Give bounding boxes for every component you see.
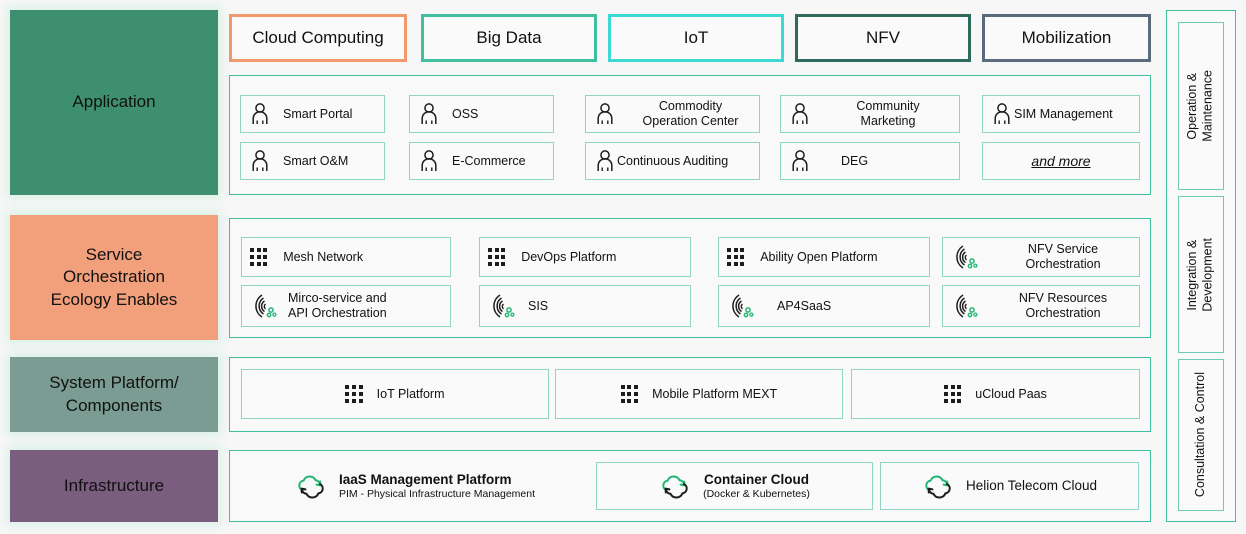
- layer-label-text: Infrastructure: [63, 475, 165, 495]
- service-cell-label: NFV Service Orchestration: [1025, 242, 1101, 271]
- service-cell-sis[interactable]: SIS: [479, 285, 691, 327]
- orchestration-arcs-icon: [250, 293, 278, 319]
- app-cell-label: and more: [1031, 152, 1091, 169]
- service-cell-ap4saas[interactable]: AP4SaaS: [718, 285, 930, 327]
- system-cell-ucloud-paas[interactable]: uCloud Paas: [851, 369, 1140, 419]
- domain-tab-label: Cloud Computing: [252, 28, 384, 47]
- service-cell-label: AP4SaaS: [777, 298, 832, 313]
- domain-tab-big-data[interactable]: Big Data: [421, 14, 597, 62]
- infra-cell-iaas-management-platform[interactable]: IaaS Management Platform PIM - Physical …: [241, 462, 589, 510]
- service-cell-nfv-service-orchestration[interactable]: NFV Service Orchestration: [942, 237, 1140, 277]
- app-cell-label: SIM Management: [1014, 106, 1113, 121]
- service-cell-label: Mesh Network: [283, 249, 364, 264]
- rail-panel-consultation-control[interactable]: Consultation & Control: [1178, 359, 1224, 511]
- service-cell-mesh-network[interactable]: Mesh Network: [241, 237, 451, 277]
- app-cell-label: Community Marketing: [856, 99, 920, 128]
- grid-dots-icon: [250, 248, 268, 266]
- rail-panel-label: Operation & Maintenance: [1185, 70, 1215, 142]
- rail-panel-label: Consultation & Control: [1193, 372, 1208, 498]
- system-cell-mobile-platform-mext[interactable]: Mobile Platform MEXT: [555, 369, 843, 419]
- service-cell-label: SIS: [528, 298, 549, 313]
- rail-panel-label: Integration & Development: [1185, 237, 1215, 312]
- layer-label-infrastructure: Infrastructure: [10, 450, 218, 522]
- person-icon: [789, 102, 811, 126]
- grid-dots-icon: [345, 385, 363, 403]
- app-cell-e-commerce[interactable]: E-Commerce: [409, 142, 554, 180]
- layer-label-service: Service Orchestration Ecology Enables: [10, 215, 218, 340]
- system-cell-label: Mobile Platform MEXT: [652, 386, 778, 401]
- grid-dots-icon: [727, 248, 745, 266]
- person-icon: [249, 149, 271, 173]
- infra-cell-subtitle: PIM - Physical Infrastructure Management: [338, 487, 536, 500]
- orchestration-arcs-icon: [951, 244, 979, 270]
- app-cell-deg[interactable]: DEG: [780, 142, 960, 180]
- service-cell-label: NFV Resources Orchestration: [1018, 291, 1108, 320]
- domain-tab-iot[interactable]: IoT: [608, 14, 784, 62]
- domain-tab-nfv[interactable]: NFV: [795, 14, 971, 62]
- cloud-refresh-icon: [295, 472, 327, 500]
- app-cell-and-more[interactable]: and more: [982, 142, 1140, 180]
- system-cell-iot-platform[interactable]: IoT Platform: [241, 369, 549, 419]
- app-cell-commodity-operation-center[interactable]: Commodity Operation Center: [585, 95, 760, 133]
- person-icon: [594, 102, 616, 126]
- orchestration-arcs-icon: [951, 293, 979, 319]
- domain-tab-label: NFV: [866, 28, 900, 47]
- orchestration-arcs-icon: [727, 293, 755, 319]
- service-cell-micro-service-api-orchestration[interactable]: Mirco-service and API Orchestration: [241, 285, 451, 327]
- domain-tab-label: Mobilization: [1021, 28, 1112, 47]
- system-cell-label: uCloud Paas: [975, 386, 1047, 401]
- service-cell-nfv-resources-orchestration[interactable]: NFV Resources Orchestration: [942, 285, 1140, 327]
- app-cell-sim-management[interactable]: SIM Management: [982, 95, 1140, 133]
- app-cell-label: E-Commerce: [452, 153, 526, 168]
- infra-cell-title: Container Cloud: [703, 471, 809, 487]
- app-cell-label: DEG: [841, 153, 869, 168]
- app-cell-label: Continuous Auditing: [617, 153, 729, 168]
- app-cell-continuous-auditing[interactable]: Continuous Auditing: [585, 142, 760, 180]
- layer-label-application: Application: [10, 10, 218, 195]
- service-cell-ability-open-platform[interactable]: Ability Open Platform: [718, 237, 930, 277]
- app-cell-label: Smart Portal: [283, 106, 353, 121]
- layer-label-text: System Platform/ Components: [49, 373, 179, 415]
- layer-label-system: System Platform/ Components: [10, 357, 218, 432]
- infra-cell-title: Helion Telecom Cloud: [965, 477, 1098, 493]
- grid-dots-icon: [620, 385, 639, 403]
- rail-panel-integration-development[interactable]: Integration & Development: [1178, 196, 1224, 353]
- layer-label-text: Application: [72, 92, 156, 112]
- app-cell-oss[interactable]: OSS: [409, 95, 554, 133]
- app-cell-label: Commodity Operation Center: [642, 99, 739, 128]
- app-cell-smart-om[interactable]: Smart O&M: [240, 142, 385, 180]
- system-cell-label: IoT Platform: [376, 386, 445, 401]
- rail-panel-operation-maintenance[interactable]: Operation & Maintenance: [1178, 22, 1224, 190]
- person-icon: [789, 149, 811, 173]
- app-cell-community-marketing[interactable]: Community Marketing: [780, 95, 960, 133]
- person-icon: [418, 102, 440, 126]
- infra-cell-helion-telecom-cloud[interactable]: Helion Telecom Cloud: [880, 462, 1139, 510]
- person-icon: [249, 102, 271, 126]
- person-icon: [594, 149, 616, 173]
- cloud-refresh-icon: [922, 472, 954, 500]
- service-cell-label: DevOps Platform: [521, 249, 617, 264]
- domain-tab-label: Big Data: [476, 28, 542, 47]
- service-cell-label: Mirco-service and API Orchestration: [288, 291, 387, 320]
- app-cell-label: Smart O&M: [283, 153, 349, 168]
- grid-dots-icon: [488, 248, 506, 266]
- grid-dots-icon: [944, 385, 962, 403]
- service-cell-devops-platform[interactable]: DevOps Platform: [479, 237, 691, 277]
- domain-tab-label: IoT: [683, 28, 709, 47]
- domain-tab-cloud-computing[interactable]: Cloud Computing: [229, 14, 407, 62]
- app-cell-smart-portal[interactable]: Smart Portal: [240, 95, 385, 133]
- orchestration-arcs-icon: [488, 293, 516, 319]
- infra-cell-subtitle: (Docker & Kubernetes): [703, 487, 810, 500]
- domain-tab-mobilization[interactable]: Mobilization: [982, 14, 1151, 62]
- infra-cell-title: IaaS Management Platform: [338, 471, 512, 487]
- app-cell-label: OSS: [452, 106, 479, 121]
- person-icon: [418, 149, 440, 173]
- service-cell-label: Ability Open Platform: [760, 249, 878, 264]
- person-icon: [991, 102, 1013, 126]
- cloud-refresh-icon: [659, 472, 691, 500]
- layer-label-text: Service Orchestration Ecology Enables: [50, 245, 178, 309]
- infra-cell-container-cloud[interactable]: Container Cloud (Docker & Kubernetes): [596, 462, 873, 510]
